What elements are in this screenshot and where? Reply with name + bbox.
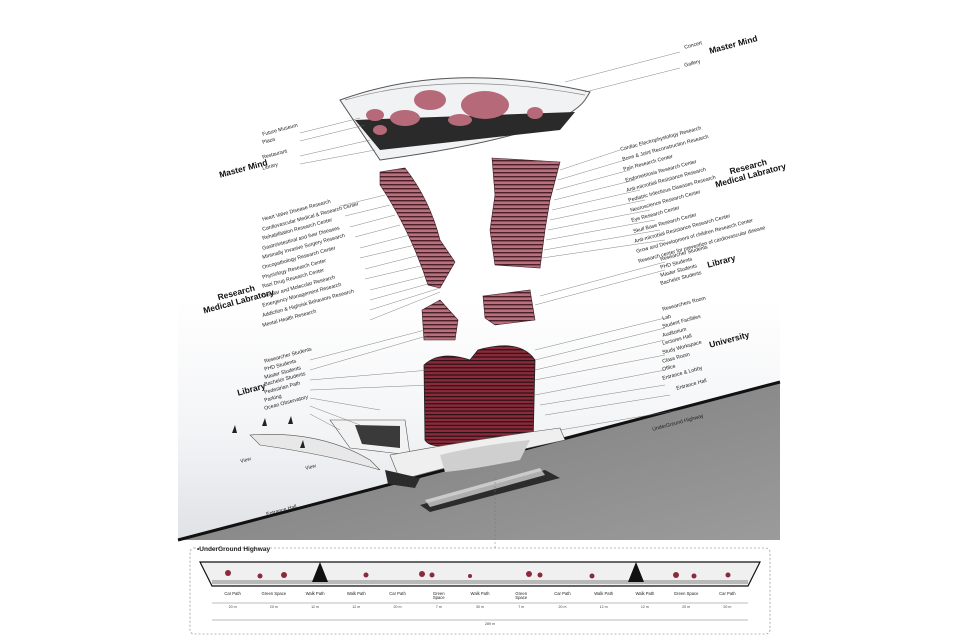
segment-label: Walk Path <box>346 591 366 596</box>
segment-label: Green Space <box>261 591 287 596</box>
segment-label: Green Space <box>673 591 699 596</box>
section-frame <box>189 547 771 635</box>
segment-label: Car Path <box>224 591 241 596</box>
segment-label: Green Space <box>515 591 528 601</box>
segment-dim: 20 m <box>558 605 567 609</box>
segment-dim: 20 m <box>393 605 402 609</box>
segment-label: Walk Path <box>594 591 614 596</box>
research-left-stack <box>379 167 456 289</box>
segment-dim: 12 m <box>640 605 649 609</box>
leader-lines-left <box>299 117 441 431</box>
library-stack-left <box>421 299 459 341</box>
section-total-dim: 289 m <box>485 622 495 626</box>
segment-label: Car Path <box>554 591 571 596</box>
segment-dim: 12 m <box>352 605 361 609</box>
section-title: •UnderGround Highway <box>197 546 271 553</box>
segment-dim: 7 m <box>518 605 525 609</box>
segment-label: Walk Path <box>635 591 655 596</box>
tunnel-section <box>199 561 761 587</box>
segment-label: Green Space <box>432 591 445 601</box>
segment-dim: 12 m <box>311 605 320 609</box>
segment-label: Car Path <box>719 591 736 596</box>
segment-label: Car Path <box>389 591 406 596</box>
segment-dim: 20 m <box>682 605 691 609</box>
master-mind-dome <box>339 77 591 161</box>
segment-dim: 20 m <box>723 605 732 609</box>
research-right-stack <box>489 157 561 269</box>
ground-platforms <box>249 419 566 488</box>
library-stack-right <box>482 289 536 326</box>
segment-label: Walk Path <box>470 591 490 596</box>
segment-dim: 20 m <box>228 605 237 609</box>
segment-label: Walk Path <box>305 591 325 596</box>
sail-icons <box>232 416 305 448</box>
segment-dim: 20 m <box>269 605 278 609</box>
segment-dim: 7 m <box>435 605 442 609</box>
segment-dim: 12 m <box>599 605 608 609</box>
leader-lines-right <box>534 51 681 431</box>
segment-dim: 30 m <box>475 605 484 609</box>
